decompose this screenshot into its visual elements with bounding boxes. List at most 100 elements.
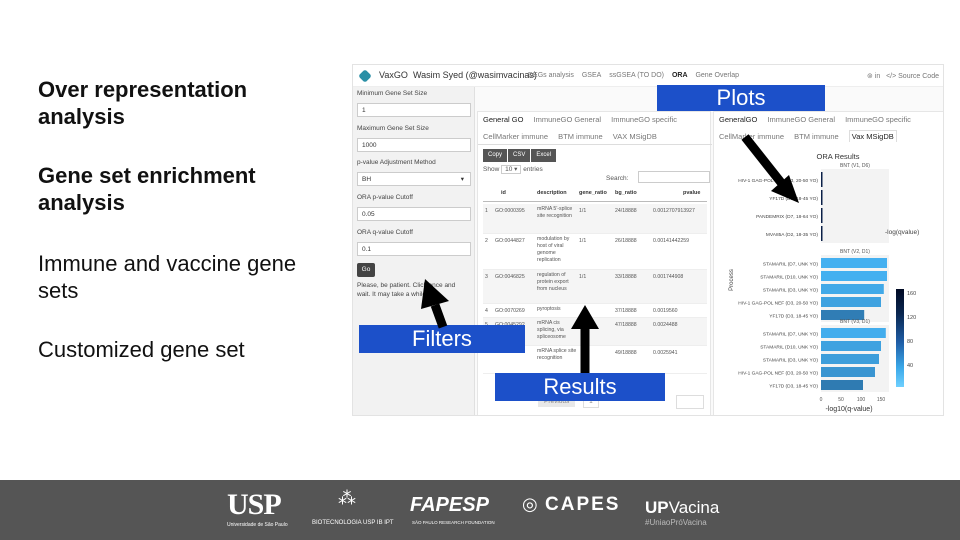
bar	[821, 226, 823, 241]
tab-immunego-specific[interactable]: ImmuneGO specific	[611, 115, 678, 124]
bar	[821, 341, 881, 351]
nav-ssgsea[interactable]: ssGSEA (TO DO)	[609, 72, 664, 79]
ora-p-input[interactable]: 0.05	[357, 207, 471, 221]
nav-gene-overlap[interactable]: Gene Overlap	[695, 72, 740, 79]
entries-select[interactable]: 10 ▾	[501, 165, 522, 174]
bullet-gsea: Gene set enrichment analysis	[38, 163, 256, 215]
page-1-button[interactable]: 1	[583, 395, 599, 408]
max-gene-set-input[interactable]: 1000	[357, 138, 471, 152]
col-bg-ratio[interactable]: bg_ratio	[615, 190, 637, 196]
chart-ylabel: Process	[729, 269, 735, 291]
plot-tab-immunego-specific[interactable]: ImmuneGO specific	[845, 115, 911, 124]
colorbar-tick: 160	[907, 291, 917, 297]
plot-tab-immunego-general[interactable]: ImmuneGO General	[767, 115, 835, 124]
bar-label: YF17D (D3, 18-45 YO)	[769, 314, 818, 320]
bar	[821, 328, 886, 338]
table-row[interactable]: 2 GO:0044827 modulation by host of viral…	[483, 234, 707, 270]
bar-label: STAMARIL (D10, UNK YO)	[760, 345, 818, 351]
github-icon[interactable]: ⊚	[866, 73, 873, 80]
bar	[821, 380, 863, 390]
previous-button[interactable]: Previous	[538, 396, 576, 407]
search-input[interactable]	[638, 171, 710, 183]
bullet-custom-set: Customized gene set	[38, 337, 245, 362]
plots-callout: Plots	[657, 85, 825, 111]
chart-bars: BNT (V1, D6) HIV-1 GAG-POL NEF (D3, 20-50…	[738, 163, 889, 403]
col-gene-ratio[interactable]: gene_ratio	[579, 190, 607, 196]
tab-cellmarker[interactable]: CellMarker immune	[483, 132, 549, 141]
capes-eye-icon: ◎	[522, 494, 538, 514]
show-prefix: Show	[483, 166, 500, 173]
bar	[821, 258, 887, 268]
biotec-logo: BIOTECNOLOGIA USP IB IPT	[312, 520, 394, 526]
plot-tab-btm[interactable]: BTM immune	[794, 132, 839, 141]
tab-vax-msigdb[interactable]: VAX MSigDB	[612, 132, 657, 141]
bar-label: YF17D (D3, 18-45 YO)	[769, 384, 818, 390]
colorbar-tick: 80	[907, 339, 914, 345]
table-row[interactable]: 3 GO:0046825 regulation of protein expor…	[483, 270, 707, 304]
min-gene-set-input[interactable]: 1	[357, 103, 471, 117]
nav-gsea[interactable]: GSEA	[581, 72, 602, 79]
upvacina-up: UP	[645, 498, 669, 517]
colorbar	[896, 289, 904, 387]
excel-button[interactable]: Excel	[531, 149, 557, 162]
source-code-link[interactable]: </> Source Code	[886, 73, 939, 80]
nav-ora[interactable]: ORA	[671, 72, 688, 79]
app-header: VaxGO Wasim Syed (@wasimvacinas) DEGs an…	[353, 65, 943, 87]
linkedin-link[interactable]: in	[874, 73, 881, 80]
p-adjust-select[interactable]: BH ▾	[357, 172, 471, 186]
tab-immunego-general[interactable]: ImmuneGO General	[533, 115, 602, 124]
chevron-down-icon: ▾	[460, 176, 464, 183]
upvacina-rest: Vacina	[668, 498, 720, 517]
max-gene-set-label: Maximum Gene Set Size	[357, 125, 429, 132]
bar-label: HIV-1 GAG-POL NEF (D3, 20-50 YO)	[738, 301, 818, 307]
panel-title: BNT (V1, D6)	[840, 163, 870, 169]
plot-tab-generalgo[interactable]: GeneralGO	[719, 115, 758, 124]
app-name: VaxGO	[379, 70, 408, 80]
show-suffix: entries	[523, 166, 543, 173]
ora-q-label: ORA q-value Cutoff	[357, 229, 413, 236]
chart-xlabel: -log10(q-value)	[825, 406, 872, 413]
bar-label: STAMARIL (D10, UNK YO)	[760, 275, 818, 281]
tab-btm[interactable]: BTM immune	[558, 132, 603, 141]
fapesp-subtitle: SÃO PAULO RESEARCH FOUNDATION	[412, 520, 495, 525]
col-pvalue[interactable]: pvalue	[683, 190, 701, 196]
bar	[821, 367, 875, 377]
bar	[821, 297, 881, 307]
copy-button[interactable]: Copy	[483, 149, 508, 162]
csv-button[interactable]: CSV	[508, 149, 531, 162]
main-nav: DEGs analysis GSEA ssGSEA (TO DO) ORA Ge…	[528, 72, 745, 79]
go-button[interactable]: Go	[357, 263, 375, 277]
nav-degs[interactable]: DEGs analysis	[528, 72, 574, 79]
tab-general-go[interactable]: General GO	[483, 115, 524, 124]
colorbar-tick: 120	[907, 315, 917, 321]
bar	[821, 208, 823, 223]
bar	[821, 271, 887, 281]
panel-background	[821, 169, 889, 243]
ora-q-input[interactable]: 0.1	[357, 242, 471, 256]
panel-title: BNT (V3, D1)	[840, 319, 870, 325]
results-panel: General GO ImmuneGO General ImmuneGO spe…	[477, 111, 712, 415]
results-tabs-row1: General GO ImmuneGO General ImmuneGO spe…	[483, 115, 685, 124]
usp-subtitle: Universidade de São Paulo	[227, 522, 288, 528]
bar-label: STAMARIL (D7, UNK YO)	[763, 262, 818, 268]
upvacina-hashtag: #UniaoPróVacina	[645, 518, 707, 527]
panel-title: BNT (V2, D1)	[840, 249, 870, 255]
table-row[interactable]: 1 GO:0000395 mRNA 5'-splice site recogni…	[483, 204, 707, 234]
bar-label: YF17D (D3, 18-45 YO)	[769, 196, 818, 202]
bar	[821, 354, 879, 364]
plot-tab-vax-msigdb[interactable]: Vax MSigDB	[848, 130, 897, 142]
bar-label: PANDEMRIX (D7, 18-64 YO)	[756, 214, 818, 220]
pagination: Previous 1	[538, 395, 599, 408]
next-button[interactable]	[676, 395, 704, 409]
col-description[interactable]: description	[537, 190, 567, 196]
filters-callout: Filters	[359, 325, 525, 353]
bar	[821, 190, 823, 205]
results-tabs-row2: CellMarker immune BTM immune VAX MSigDB	[483, 132, 665, 141]
table-header: id description gene_ratio bg_ratio pvalu…	[483, 190, 707, 202]
col-id[interactable]: id	[501, 190, 506, 196]
header-right: ⊚ in </> Source Code	[867, 72, 939, 80]
x-tick-label: 0	[820, 397, 823, 403]
biotec-molecule-icon: ⁂	[338, 488, 356, 508]
colorbar-tick: 40	[907, 363, 914, 369]
bullet-ora: Over representation analysis	[38, 77, 248, 129]
